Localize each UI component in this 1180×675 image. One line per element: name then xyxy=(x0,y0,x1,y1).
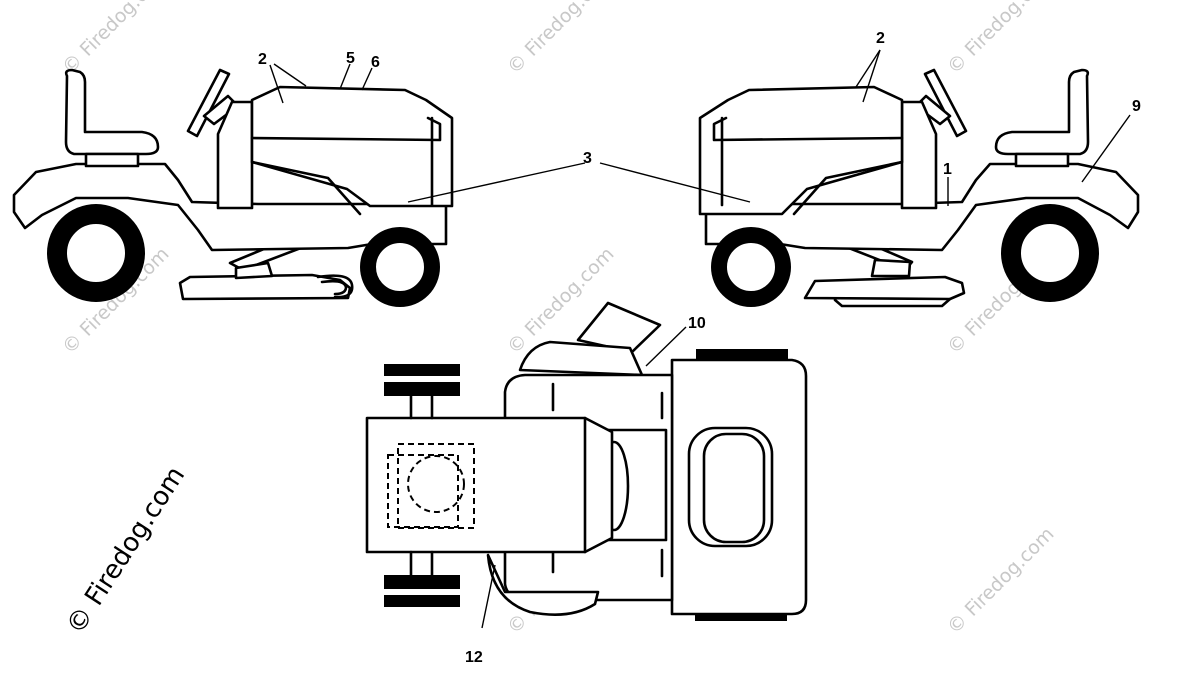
seat-top-inner xyxy=(702,432,766,544)
callout-leader-3 xyxy=(599,162,751,203)
engine-flywheel xyxy=(407,455,465,513)
hood-top xyxy=(365,416,614,554)
watermark-text: © Firedog.com xyxy=(503,0,618,79)
mower-deck xyxy=(803,275,966,301)
mower-deck-top xyxy=(518,340,644,377)
callout-leader-10 xyxy=(645,326,687,367)
callout-leader-2 xyxy=(273,63,307,87)
callout-leader-5 xyxy=(339,63,351,90)
callout-leader-12 xyxy=(481,564,496,629)
watermark-logo-text: © Firedog.com xyxy=(61,461,191,640)
dash-tower xyxy=(216,100,254,210)
hood-crease xyxy=(712,116,904,142)
callout-leader-3 xyxy=(407,162,586,203)
right-side-view: 2 1 9 3 xyxy=(583,30,1141,308)
watermark-text: © Firedog.com xyxy=(943,523,1058,638)
callout-5: 5 xyxy=(346,50,355,67)
mower-deck xyxy=(178,273,352,301)
callout-leader-9 xyxy=(1081,114,1131,183)
hood-side-panel xyxy=(792,160,904,216)
callout-2-right: 2 xyxy=(876,30,885,47)
callout-1: 1 xyxy=(943,161,952,178)
left-side-view: 2 5 6 xyxy=(12,50,586,307)
rear-wheel xyxy=(1001,204,1099,302)
hood-side-panel xyxy=(250,160,362,216)
callout-leader-2 xyxy=(855,49,881,88)
callout-leader-6 xyxy=(361,67,373,91)
front-wheel xyxy=(360,227,440,307)
watermark-text: © Firedog.com xyxy=(58,0,173,79)
callout-10: 10 xyxy=(688,315,706,332)
top-view: 10 12 xyxy=(365,301,808,666)
callout-leader-2 xyxy=(862,49,881,103)
seat-back xyxy=(994,68,1090,156)
deck-discharge-chute xyxy=(320,279,348,296)
callout-12: 12 xyxy=(465,649,483,666)
dash-tower xyxy=(900,100,938,210)
watermark-text: © Firedog.com xyxy=(943,0,1058,79)
hood xyxy=(698,85,904,216)
deck-discharge-chute xyxy=(316,274,354,299)
callout-2-left: 2 xyxy=(258,51,267,68)
hood xyxy=(250,85,454,208)
front-wheel-tread xyxy=(384,376,460,382)
front-wheel-tread xyxy=(384,589,460,595)
callout-6: 6 xyxy=(371,54,380,71)
deck-discharge-chute xyxy=(833,297,952,308)
callout-leader-2 xyxy=(269,64,284,104)
callout-3: 3 xyxy=(583,150,592,167)
hood-crease xyxy=(250,116,442,142)
front-wheel xyxy=(711,227,791,307)
seat-top xyxy=(687,426,774,548)
seat-base xyxy=(1014,152,1070,168)
engine-outline xyxy=(387,454,459,528)
deck-hanger xyxy=(870,258,912,278)
seat-base xyxy=(84,152,140,168)
callout-9: 9 xyxy=(1132,98,1141,115)
seat-back xyxy=(64,68,160,156)
steering-wheel xyxy=(923,68,968,138)
rear-wheel xyxy=(47,204,145,302)
steering-wheel xyxy=(186,68,231,138)
deck-hanger xyxy=(234,261,274,280)
deck-bulge xyxy=(486,553,600,616)
